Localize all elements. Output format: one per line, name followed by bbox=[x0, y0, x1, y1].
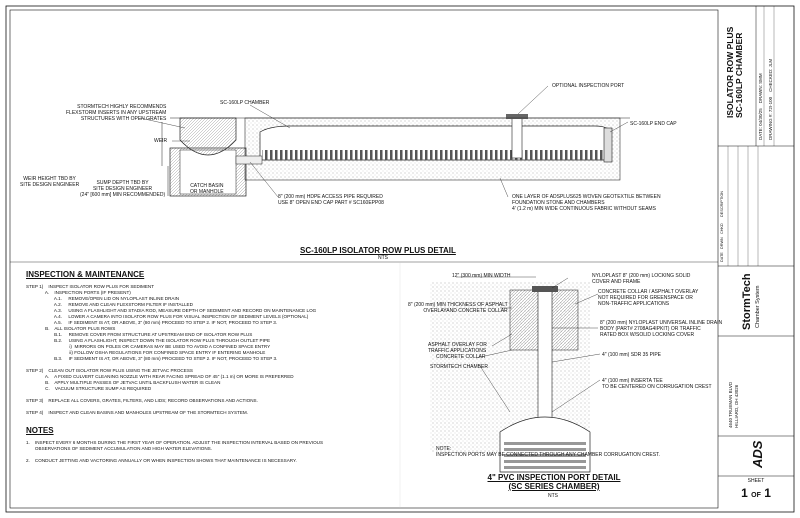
inspection-line: B.1. REMOVE COVER FROM STRUCTURE AT UPST… bbox=[26, 332, 253, 337]
callout-catch-basin: CATCH BASIN OR MANHOLE bbox=[190, 183, 224, 195]
date-field: DATE: 04/30/25 DRAWN: SMM bbox=[758, 73, 763, 140]
callout-min-thickness: 8" (200 mm) MIN THICKNESS OF ASPHALT OVE… bbox=[408, 302, 508, 314]
callout-access-pipe: 8" (200 mm) HDPE ACCESS PIPE REQUIRED US… bbox=[278, 194, 384, 206]
callout-stormtech-recommends: STORMTECH HIGHLY RECOMMENDS FLEXSTORM IN… bbox=[66, 104, 167, 122]
callout-weir-height: WEIR HEIGHT TBD BY SITE DESIGN ENGINEER bbox=[20, 176, 80, 188]
callout-concrete-collar: CONCRETE COLLAR bbox=[436, 354, 486, 360]
brand-name: StormTech bbox=[741, 273, 753, 330]
sheet-number: 1 OF 1 bbox=[741, 486, 771, 500]
isolator-row-detail-drawing bbox=[139, 85, 630, 198]
brand-subtitle: Chamber System bbox=[755, 285, 761, 329]
inspection-line: A.2. REMOVE AND CLEAN FLEXSTORM FILTER I… bbox=[26, 302, 193, 307]
callout-asphalt: ASPHALT OVERLAY FOR TRAFFIC APPLICATIONS bbox=[428, 342, 487, 354]
inspection-line: B. ALL ISOLATOR PLUS ROWS bbox=[26, 326, 116, 331]
sheet-label: SHEET bbox=[747, 478, 765, 484]
callout-optional-port: OPTIONAL INSPECTION PORT bbox=[552, 83, 625, 89]
inspection-line: A.4. LOWER A CAMERA INTO ISOLATOR ROW PL… bbox=[26, 314, 309, 319]
ads-logo: ADS bbox=[750, 440, 765, 468]
callout-sump-depth: SUMP DEPTH TBD BY SITE DESIGN ENGINEER (… bbox=[80, 180, 166, 198]
detail1-title: SC-160LP ISOLATOR ROW PLUS DETAIL bbox=[300, 246, 456, 255]
callout-weir: WEIR bbox=[154, 138, 168, 144]
project-title: ISOLATOR ROW PLUS SC-160LP CHAMBER bbox=[725, 26, 744, 118]
callout-geotextile: ONE LAYER OF ADSPLUS625 WOVEN GEOTEXTILE… bbox=[512, 194, 661, 212]
inspection-line: A.5. IF SEDIMENT IS AT, OR ABOVE, 3" (80… bbox=[26, 320, 278, 325]
inspection-line: A.1. REMOVE/OPEN LID ON NYLOPLAST INLINE… bbox=[26, 296, 180, 301]
drawing-number-field: DRAWING #: 72I-100 CHECKED: JLM bbox=[768, 58, 773, 140]
inspection-line: i) MIRRORS ON POLES OR CAMERAS MAY BE US… bbox=[26, 344, 271, 349]
inspection-line: STEP 4) INSPECT AND CLEAN BASINS AND MAN… bbox=[26, 410, 248, 415]
inspection-line: B. APPLY MULTIPLE PASSES OF JETVAC UNTIL… bbox=[26, 380, 221, 385]
note-line: 2. CONDUCT JETTING AND VACTORING ANNUALL… bbox=[26, 458, 297, 463]
inspection-line: STEP 2) CLEAN OUT ISOLATOR ROW PLUS USIN… bbox=[26, 368, 193, 373]
detail1-scale: NTS bbox=[378, 255, 388, 261]
callout-drain-body: 8" (200 mm) NYLOPLAST UNIVERSAL INLINE D… bbox=[600, 320, 723, 338]
callout-stormtech-chamber: STORMTECH CHAMBER bbox=[430, 364, 488, 370]
inspection-heading: INSPECTION & MAINTENANCE bbox=[26, 270, 145, 279]
inspection-line: A.3. USING A FLASHLIGHT AND STADIA ROD, … bbox=[26, 308, 317, 313]
inspection-line: A. A FIXED CULVERT CLEANING NOZZLE WITH … bbox=[26, 374, 294, 379]
callout-min-width: 12" (300 mm) MIN WIDTH bbox=[452, 273, 511, 279]
inspection-port-detail-drawing bbox=[430, 276, 601, 473]
callout-insert-tee: 4" (100 mm) INSERTA TEE TO BE CENTERED O… bbox=[602, 378, 712, 390]
callout-sdr-pipe: 4" (100 mm) SDR 35 PIPE bbox=[602, 352, 662, 358]
inspection-line: C. VACUUM STRUCTURE SUMP AS REQUIRED bbox=[26, 386, 152, 391]
title-block-frame bbox=[718, 6, 794, 477]
port-note: NOTE: INSPECTION PORTS MAY BE CONNECTED … bbox=[436, 446, 660, 458]
revision-headers: DATE DRWN CHKD DESCRIPTION bbox=[720, 190, 724, 262]
inspection-line: B.3. IF SEDIMENT IS AT, OR ABOVE, 3" (80… bbox=[26, 356, 278, 361]
callout-collar-overlay: CONCRETE COLLAR / ASPHALT OVERLAY NOT RE… bbox=[598, 289, 699, 307]
note-line: 1. INSPECT EVERY 6 MONTHS DURING THE FIR… bbox=[26, 440, 324, 445]
inspection-line: ii) FOLLOW OSHA REGULATIONS FOR CONFINED… bbox=[26, 350, 266, 355]
callout-chamber: SC-160LP CHAMBER bbox=[220, 100, 270, 106]
detail2-scale: NTS bbox=[548, 493, 558, 499]
company-address: 4640 TRUEMAN BLVD HILLIARD, OH 43026 bbox=[728, 381, 739, 428]
inspection-line: STEP 1) INSPECT ISOLATOR ROW PLUS FOR SE… bbox=[26, 284, 155, 289]
inspection-line: A. INSPECTION PORTS (IF PRESENT) bbox=[26, 290, 131, 295]
inspection-line: STEP 3) REPLACE ALL COVERS, GRATES, FILT… bbox=[26, 398, 258, 403]
callout-end-cap: SC-160LP END CAP bbox=[630, 121, 677, 127]
notes-heading: NOTES bbox=[26, 426, 54, 435]
note-line: OBSERVATIONS OF SEDIMENT ACCUMULATION AN… bbox=[26, 446, 212, 451]
detail2-title: 4" PVC INSPECTION PORT DETAIL (SC SERIES… bbox=[487, 473, 621, 491]
inspection-line: B.2. USING A FLASHLIGHT, INSPECT DOWN TH… bbox=[26, 338, 271, 343]
callout-nyloplast-lid: NYLOPLAST 8" (200 mm) LOCKING SOLID COVE… bbox=[592, 273, 691, 285]
